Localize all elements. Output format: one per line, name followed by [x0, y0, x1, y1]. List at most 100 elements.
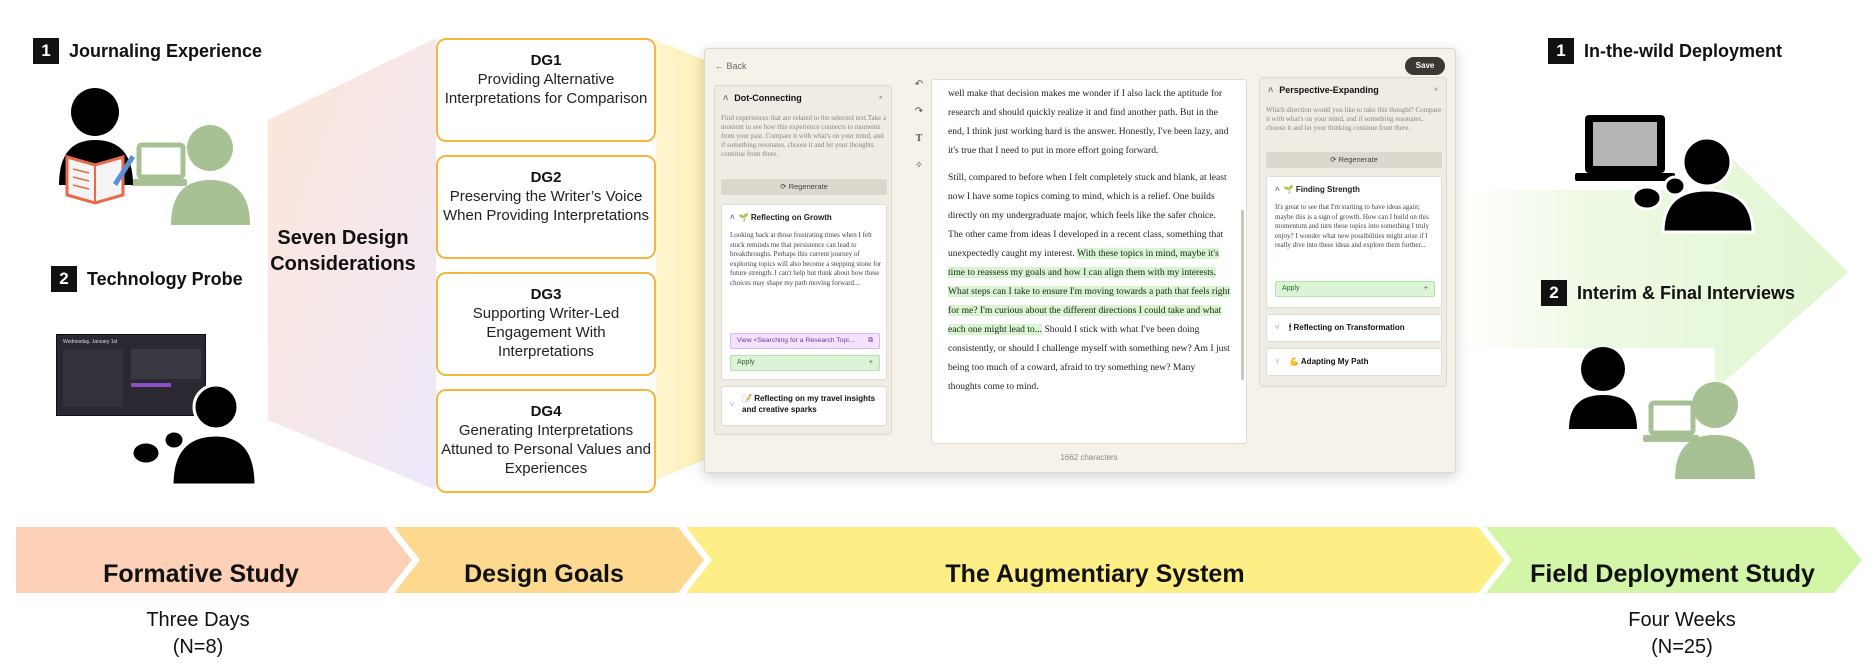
funnel-left — [268, 38, 436, 490]
step-journaling: 1 Journaling Experience — [33, 38, 262, 64]
collapsed-card[interactable]: ˅ 📝 Reflecting on my travel insights and… — [721, 386, 887, 426]
chevron-up-icon: ˄ — [1275, 185, 1280, 194]
interview-illustration — [1569, 347, 1755, 479]
memo-icon: 📝 — [742, 394, 752, 403]
green-laptop — [1648, 400, 1696, 436]
design-goal-id: DG3 — [530, 286, 562, 303]
chevron-up-icon: ˄ — [730, 213, 735, 222]
dot-connecting-panel: ˄Dot-Connecting × Find experiences that … — [714, 85, 892, 435]
step-label: In-the-wild Deployment — [1584, 40, 1782, 61]
field-duration: Four Weeks (N=25) — [1628, 609, 1736, 658]
probe-user-illustration — [130, 385, 258, 485]
probe-screen-title: Wednesday, January 1st — [63, 339, 118, 345]
chevron-up-icon[interactable]: ˄ — [723, 93, 729, 103]
user-body — [1661, 188, 1755, 234]
phase-design-goals: Design Goals — [464, 560, 624, 588]
chevron-down-icon: ˅ — [1275, 323, 1280, 332]
card-body: Looking back at those frustrating times … — [730, 231, 882, 287]
card-body: It's great to see that I'm starting to h… — [1275, 203, 1429, 249]
chevron-up-icon[interactable]: ˄ — [1268, 85, 1274, 95]
black-person-head — [71, 88, 119, 136]
step-interviews: 2 Interim & Final Interviews — [1541, 280, 1795, 306]
close-icon[interactable]: × — [878, 93, 883, 102]
phase-band-3 — [686, 527, 1504, 593]
step-number: 1 — [33, 38, 59, 64]
step-number: 1 — [1548, 38, 1574, 64]
candle-icon: 🕯 — [1289, 323, 1292, 332]
apply-button[interactable]: Apply+ — [1275, 281, 1435, 297]
plus-icon: + — [1423, 285, 1428, 292]
step-in-the-wild: 1 In-the-wild Deployment — [1548, 38, 1782, 64]
step-number: 2 — [51, 266, 77, 292]
card-title: 🕯 Reflecting on Transformation — [1289, 323, 1405, 332]
apply-button[interactable]: Apply+ — [730, 355, 880, 371]
editor-paragraph: well make that decision makes me wonder … — [948, 88, 1229, 156]
card-title: 📝 Reflecting on my travel insights and c… — [742, 394, 876, 414]
text-format-icon[interactable]: T — [915, 133, 923, 144]
step-label: Technology Probe — [87, 268, 243, 289]
collapsed-card[interactable]: ˅ 🕯 Reflecting on Transformation — [1266, 314, 1442, 342]
design-goal-text: Providing Alternative Interpretations fo… — [444, 71, 648, 107]
black-person-head — [1581, 347, 1625, 391]
regenerate-button[interactable]: ⟳ Regenerate — [1266, 152, 1442, 168]
design-goal-text: Generating Interpretations Attuned to Pe… — [441, 422, 651, 477]
phase-augmentiary-system: The Augmentiary System — [945, 560, 1245, 588]
design-goal-1: DG1 Providing Alternative Interpretation… — [436, 38, 656, 142]
arrow-left-icon: ← — [715, 61, 727, 71]
design-goal-4: DG4 Generating Interpretations Attuned t… — [436, 389, 656, 493]
highlighted-selection[interactable]: With these topics in mind, maybe it's ti… — [948, 248, 1230, 335]
green-laptop — [136, 142, 186, 180]
pen-icon — [113, 155, 135, 186]
phase-band-1 — [16, 527, 412, 593]
design-goal-id: DG4 — [530, 403, 562, 420]
external-link-icon: ⧉ — [868, 337, 873, 344]
view-entry-link[interactable]: View <Searching for a Research Topi...⧉ — [730, 333, 880, 349]
user-head — [192, 385, 240, 431]
phase-band-2 — [394, 527, 704, 593]
panel-description: Find experiences that are related to the… — [721, 114, 887, 158]
editor-paragraph: Still, compared to before when I felt co… — [948, 172, 1230, 392]
panel-description: Which direction would you like to take t… — [1266, 106, 1442, 132]
interpretation-card: ˄🌱 Reflecting on Growth Looking back at … — [721, 204, 887, 380]
design-goal-id: DG2 — [530, 169, 562, 186]
user-head — [1681, 136, 1733, 188]
card-title[interactable]: ˄🌱 Reflecting on Growth — [730, 213, 832, 222]
field-arrow — [1456, 142, 1848, 390]
green-person-head — [1692, 382, 1738, 428]
journaling-illustration — [59, 88, 250, 225]
step-label: Journaling Experience — [69, 40, 263, 61]
redo-icon[interactable]: ↷ — [914, 106, 924, 117]
regenerate-button[interactable]: ⟳ Regenerate — [721, 179, 887, 195]
editor-scrollbar[interactable] — [1241, 210, 1244, 380]
back-button[interactable]: ← Back — [715, 61, 747, 71]
design-goal-3: DG3 Supporting Writer-Led Engagement Wit… — [436, 272, 656, 376]
probe-highlight — [131, 383, 171, 387]
sparkle-icon[interactable]: ✧ — [914, 160, 924, 171]
card-title: 💪 Adapting My Path — [1289, 357, 1369, 366]
journal-editor[interactable]: well make that decision makes me wonder … — [931, 79, 1247, 444]
black-person-body — [1569, 395, 1637, 429]
phase-band-4 — [1486, 527, 1862, 593]
muscle-icon: 💪 — [1289, 357, 1299, 366]
step-label: Interim & Final Interviews — [1577, 282, 1796, 303]
plus-icon: + — [868, 359, 873, 366]
character-count: 1662 characters — [1060, 453, 1118, 462]
funnel-right — [656, 40, 704, 480]
sprout-icon: 🌱 — [1283, 185, 1294, 194]
perspective-expanding-panel: ˄Perspective-Expanding × Which direction… — [1259, 77, 1447, 387]
panel-title: ˄Dot-Connecting — [723, 93, 802, 103]
undo-icon[interactable]: ↶ — [914, 79, 924, 90]
card-title[interactable]: ˄🌱 Finding Strength — [1275, 185, 1360, 194]
interpretation-card: ˄🌱 Finding Strength It's great to see th… — [1266, 176, 1442, 308]
collapsed-card[interactable]: ˅ 💪 Adapting My Path — [1266, 348, 1442, 376]
phase-formative-study: Formative Study — [103, 560, 299, 588]
save-button[interactable]: Save — [1405, 57, 1445, 75]
formative-duration: Three Days (N=8) — [146, 609, 250, 658]
green-person-body — [171, 180, 250, 225]
chevron-down-icon: ˅ — [1275, 357, 1280, 366]
design-goal-text: Supporting Writer-Led Engagement With In… — [472, 305, 620, 360]
seven-design-considerations: Seven Design Considerations — [270, 227, 416, 275]
close-icon[interactable]: × — [1433, 85, 1438, 94]
refresh-icon: ⟳ — [780, 182, 789, 191]
